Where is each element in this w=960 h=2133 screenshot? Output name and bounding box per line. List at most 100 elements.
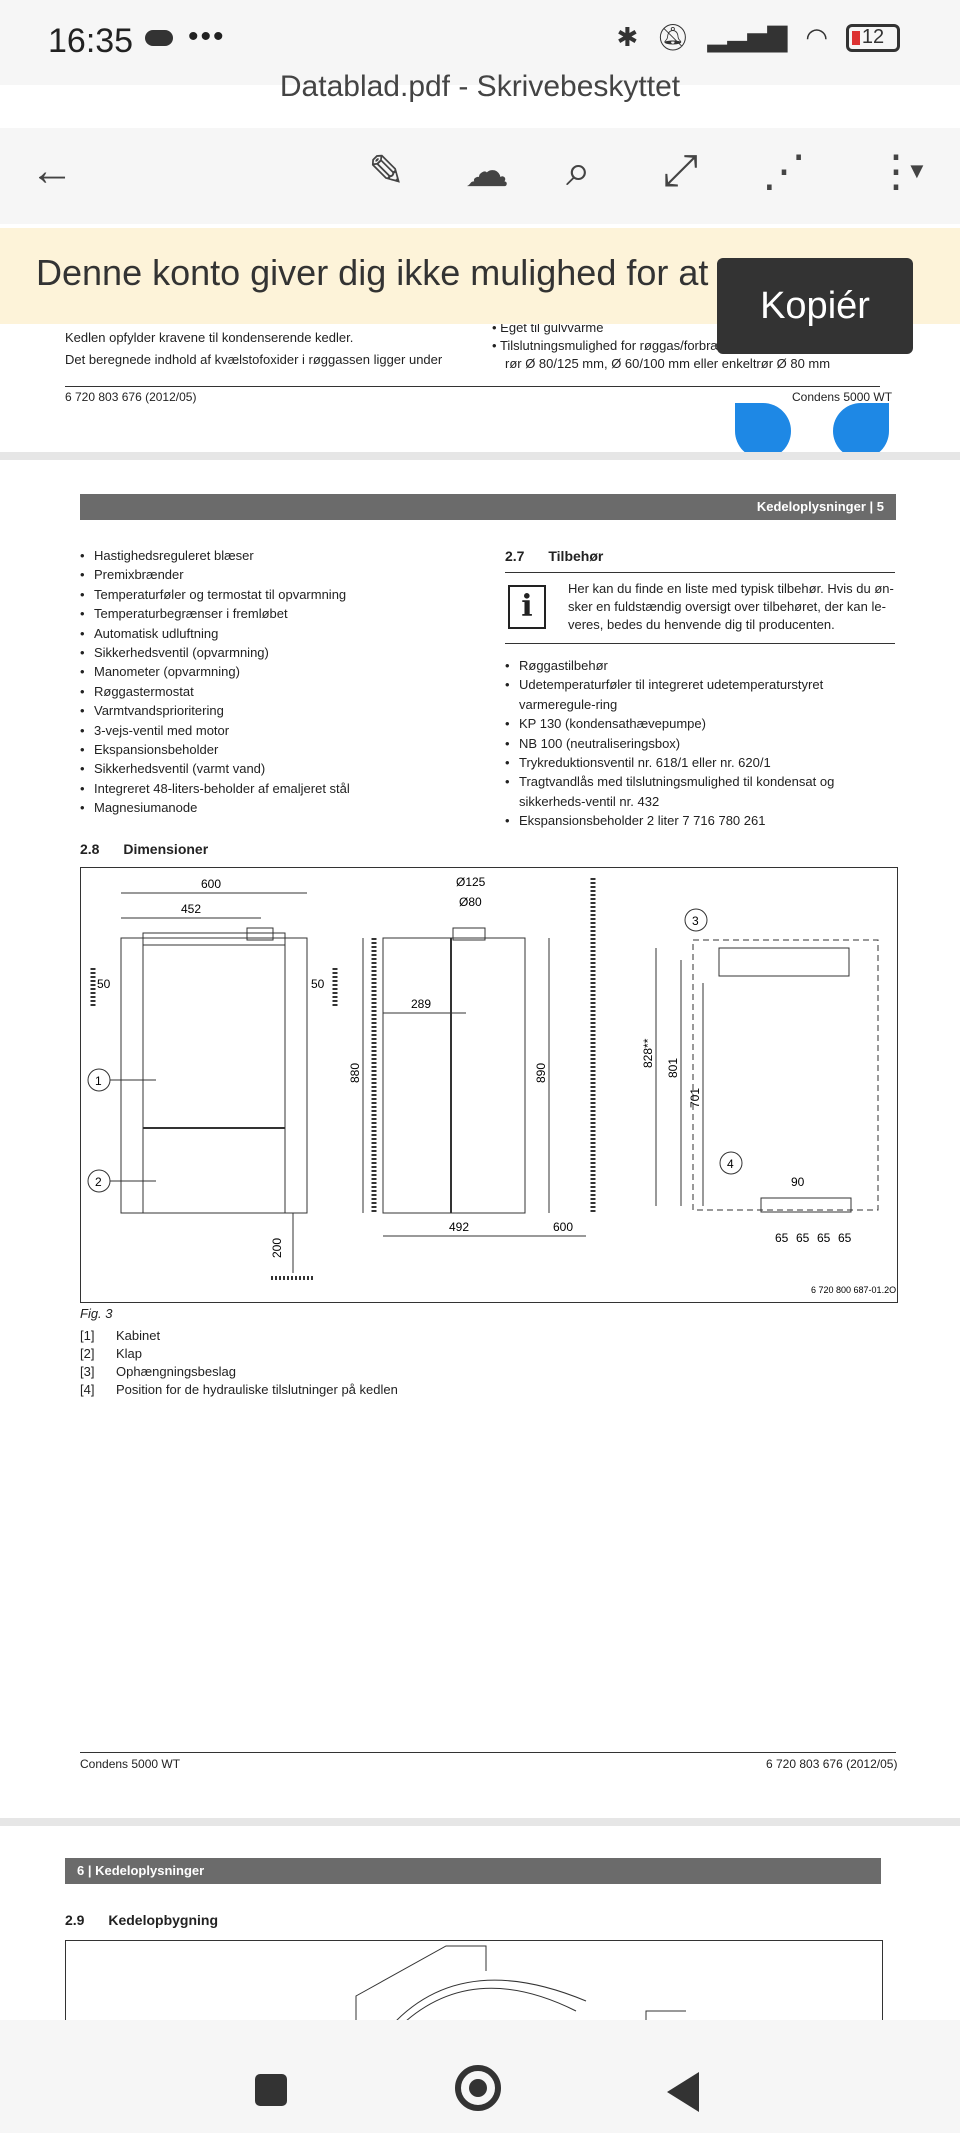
wifi-icon: ◠	[805, 22, 828, 52]
feature-item: Automatisk udluftning	[80, 624, 480, 644]
page4-footer-left: 6 720 803 676 (2012/05)	[65, 390, 197, 404]
cloud-icon	[145, 30, 173, 46]
figure-reference: 6 720 800 687-01.2O	[811, 1285, 896, 1295]
back-button[interactable]	[667, 2072, 699, 2112]
drawing-housing	[355, 1945, 487, 2021]
dim-50-right: 50	[311, 977, 325, 991]
info-text-line-2: sker en fuldstændig oversigt over tilbeh…	[568, 599, 886, 614]
more-notifications-icon: •••	[188, 20, 226, 53]
dim-65d: 65	[838, 1231, 852, 1245]
section-2-8-title: Dimensioner	[123, 841, 209, 857]
dim-65a: 65	[775, 1231, 789, 1245]
dim-890: 890	[534, 1063, 548, 1083]
callout-2-label: 2	[95, 1175, 102, 1189]
more-menu-icon[interactable]: ⋮	[874, 147, 918, 196]
page5-footer-left: Condens 5000 WT	[80, 1757, 181, 1771]
feature-item: Temperaturføler og termostat til opvarmn…	[80, 585, 480, 605]
page4-right-line-2: • Tilslutningsmulighed for røggas/forbræ	[492, 338, 722, 353]
rule	[505, 643, 895, 644]
page6-header: 6 | Kedeloplysninger	[65, 1858, 881, 1884]
banner-text: Denne konto giver dig ikke mulighed for …	[36, 252, 751, 293]
recent-apps-button[interactable]	[255, 2074, 287, 2106]
accessory-item: NB 100 (neutraliseringsbox)	[505, 734, 900, 754]
page4-right-line-3: rør Ø 80/125 mm, Ø 60/100 mm eller enkel…	[505, 356, 831, 371]
info-icon: i	[508, 585, 546, 629]
edit-icon[interactable]: ✎	[368, 147, 405, 196]
accessory-item: KP 130 (kondensathævepumpe)	[505, 714, 900, 734]
feature-item: Sikkerhedsventil (opvarmning)	[80, 643, 480, 663]
status-time: 16:35	[48, 22, 134, 60]
battery-icon: 12	[846, 23, 900, 52]
page-separator	[0, 1818, 960, 1826]
dim-d125: Ø125	[456, 875, 486, 889]
section-2-7-title: Tilbehør	[548, 548, 604, 564]
feature-item: Manometer (opvarmning)	[80, 662, 480, 682]
drawing-curve-2	[405, 1987, 577, 2021]
drawing-curve-1	[395, 1979, 587, 2021]
boiler-front-outline	[120, 937, 308, 1214]
hydraulic-connections	[760, 1197, 852, 1213]
copy-button[interactable]: Kopiér	[717, 258, 913, 354]
legend-text: Position for de hydrauliske tilslutninge…	[116, 1382, 398, 1397]
mute-icon: 🔕︎	[656, 22, 690, 52]
accessory-item: Udetemperaturføler til integreret udetem…	[505, 675, 900, 714]
boiler-top	[142, 932, 286, 946]
feature-item: Premixbrænder	[80, 565, 480, 585]
legend-number: [1]	[80, 1328, 95, 1343]
chevron-down-icon[interactable]: ▼	[906, 158, 928, 183]
share-icon[interactable]: ⋰	[762, 147, 806, 196]
dim-50-left: 50	[97, 977, 111, 991]
page-separator	[0, 452, 960, 460]
dim-452: 452	[181, 902, 201, 916]
dimensions-drawing: 600 452 50 50 1 2 200 289 880 890 Ø125 Ø…	[87, 875, 896, 1295]
fullscreen-icon[interactable]: ⤢	[663, 146, 699, 195]
mounting-bracket	[718, 947, 850, 977]
back-arrow-icon[interactable]: ←	[30, 146, 74, 195]
dimensions-figure: 600 452 50 50 1 2 200 289 880 890 Ø125 Ø…	[80, 867, 898, 1303]
dim-701: 701	[688, 1088, 702, 1108]
page5-footer-right: 6 720 803 676 (2012/05)	[766, 1757, 898, 1771]
toolbar: ← ✎ ☁ ⌕ ⤢ ⋰ ⋮ ▼	[0, 128, 960, 224]
dim-600: 600	[201, 877, 221, 891]
page4-left-line-2: Det beregnede indhold af kvælstofoxider …	[65, 352, 443, 367]
selection-handle-right[interactable]	[833, 403, 889, 459]
callout-3-label: 3	[692, 914, 699, 928]
page4-left-line-1: Kedlen opfylder kravene til kondenserend…	[65, 330, 354, 345]
legend-item: [2]Klap	[80, 1345, 398, 1363]
dim-200: 200	[270, 1238, 284, 1258]
callout-1-label: 1	[95, 1074, 102, 1088]
info-note: Her kan du finde en liste med typisk til…	[568, 580, 898, 634]
accessory-item: Tragtvandlås med tilslutningsmulighed ti…	[505, 772, 900, 811]
legend-text: Kabinet	[116, 1328, 161, 1343]
side-flue	[452, 927, 486, 941]
dim-492: 492	[449, 1220, 469, 1234]
legend-item: [4] Position for de hydrauliske tilslutni…	[80, 1381, 398, 1399]
feature-item: Hastighedsreguleret blæser	[80, 546, 480, 566]
legend-number: [3]	[80, 1364, 95, 1379]
accessory-item: Trykreduktionsventil nr. 618/1 eller nr.…	[505, 753, 900, 773]
flue-outlet	[246, 927, 274, 941]
dim-828: 828**	[641, 1038, 655, 1068]
info-text-line-3: veres, bedes du henvende dig til produce…	[568, 617, 835, 632]
mounting-outline	[692, 939, 879, 1211]
section-2-9-heading: 2.9 Kedelopbygning	[65, 1912, 218, 1928]
figure-legend: [1]Kabinet [2]Klap [3]Ophængningsbeslag …	[80, 1327, 398, 1399]
cloud-upload-icon[interactable]: ☁	[465, 147, 509, 196]
selection-handle-left[interactable]	[735, 403, 791, 459]
dim-65c: 65	[817, 1231, 831, 1245]
legend-item: [3]Ophængningsbeslag	[80, 1363, 398, 1381]
accessory-list: Røggastilbehør Udetemperaturføler til in…	[505, 656, 900, 831]
search-icon[interactable]: ⌕	[566, 146, 591, 195]
signal-icon: ▂▃▅▇	[707, 22, 788, 52]
dim-65b: 65	[796, 1231, 810, 1245]
legend-text: Klap	[116, 1346, 143, 1361]
dim-90: 90	[791, 1175, 805, 1189]
home-button[interactable]	[455, 2065, 501, 2111]
battery-level: 12	[861, 26, 885, 48]
legend-number: [4]	[80, 1382, 95, 1397]
section-2-8-heading: 2.8 Dimensioner	[80, 841, 208, 857]
page4-footer-right: Condens 5000 WT	[792, 390, 893, 404]
bluetooth-icon: ✱	[616, 22, 639, 52]
feature-item: Ekspansionsbeholder	[80, 740, 480, 760]
section-2-8-number: 2.8	[80, 841, 100, 857]
